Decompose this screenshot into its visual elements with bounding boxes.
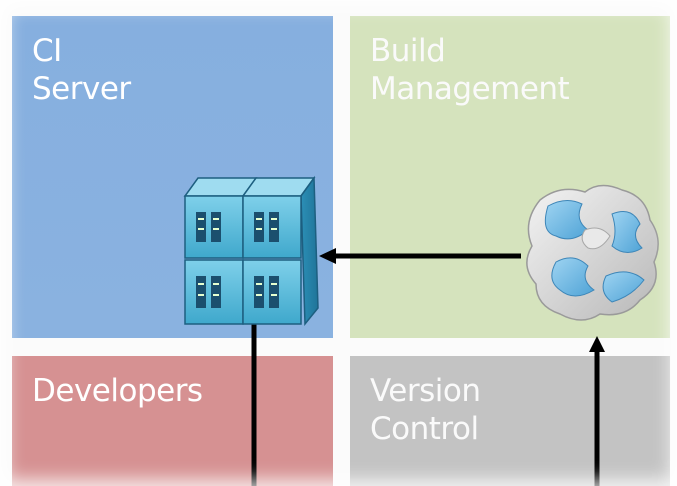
- developers-panel: Developers: [12, 356, 333, 486]
- version-control-label-line1: Version: [370, 373, 481, 409]
- ci-server-panel: CI Server: [12, 16, 333, 338]
- developers-label: Developers: [32, 373, 203, 409]
- build-management-panel: Build Management: [350, 16, 670, 338]
- version-control-panel: Version Control: [350, 356, 670, 486]
- ci-server-label-line2: Server: [32, 71, 131, 107]
- build-management-label-line1: Build: [370, 33, 446, 69]
- build-management-label-line2: Management: [370, 71, 570, 107]
- ci-server-label-line1: CI: [32, 33, 62, 69]
- version-control-label-line2: Control: [370, 411, 479, 447]
